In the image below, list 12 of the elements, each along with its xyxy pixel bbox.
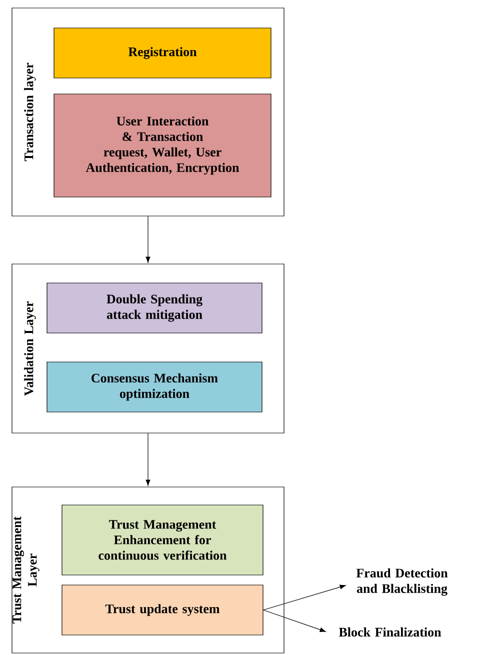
outcome-text: Block Finalization (338, 627, 442, 637)
arrow (146, 216, 150, 263)
process-box: Trust Management Enhancement for continuous verification (62, 504, 264, 576)
arrow (263, 610, 326, 632)
arrow (146, 433, 150, 486)
process-box: User Interaction & Transaction request, Wallet, User Authentication, Encryption (54, 94, 272, 198)
outcome-text: Fraud Detection and Blacklisting (356, 568, 448, 596)
process-box: Double Spending attack mitigation (46, 282, 262, 334)
process-box: Trust update system (62, 584, 264, 636)
process-box: Consensus Mechanism optimization (46, 362, 262, 412)
arrow (263, 584, 346, 610)
process-box: Registration (54, 28, 272, 78)
